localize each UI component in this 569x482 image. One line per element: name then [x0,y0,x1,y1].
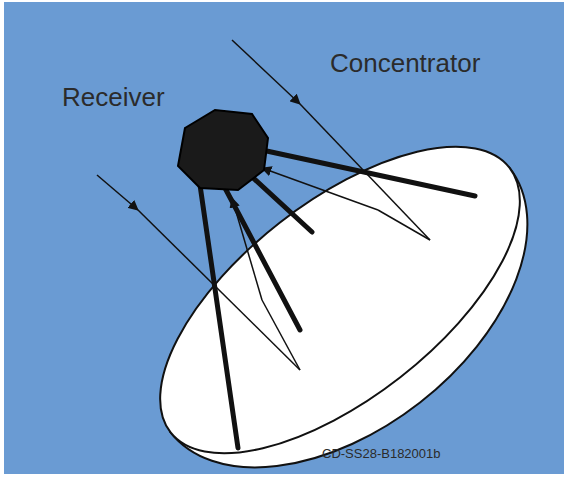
part-label: Receiver [62,82,165,113]
figure-code: CD-SS28-B182001b [322,446,441,461]
support-struts [200,150,475,448]
receiver-body [178,110,268,190]
concentrator-dish [110,90,569,482]
part-label: Concentrator [330,48,480,79]
